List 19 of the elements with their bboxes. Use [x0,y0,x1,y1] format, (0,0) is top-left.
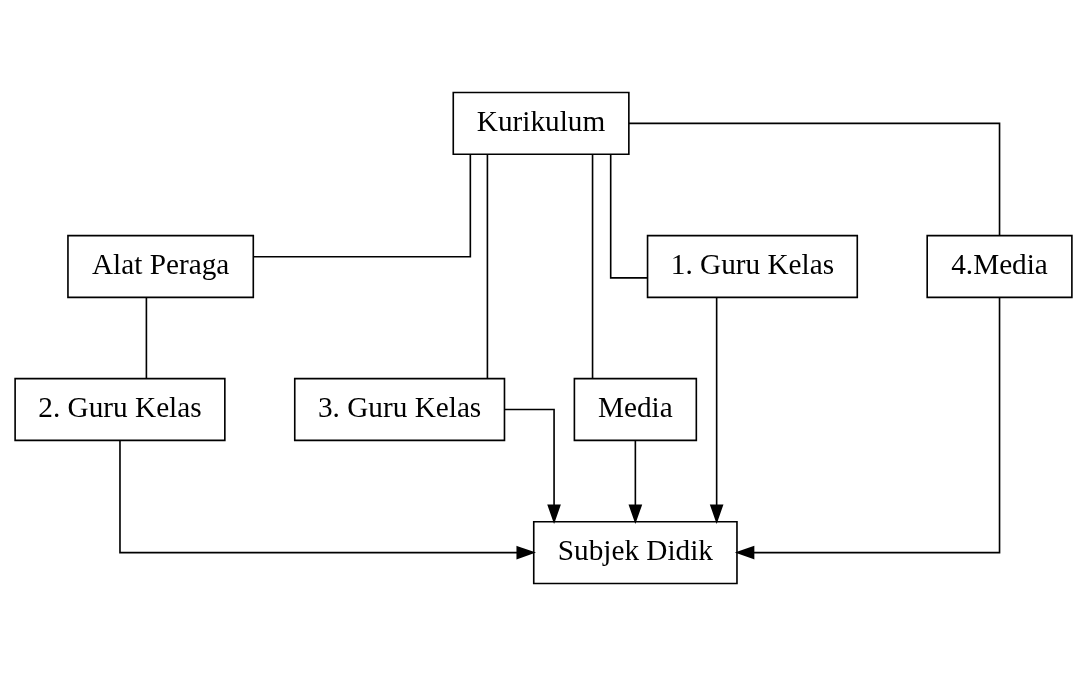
connector [145,296,148,379]
connector [609,153,648,279]
node-box: 4.Media [926,234,1073,298]
node-box: 1. Guru Kelas [646,234,859,298]
connector [591,153,594,379]
arrow [628,439,643,524]
arrow [709,296,724,524]
connector [628,122,1001,236]
node-box: Kurikulum [452,91,630,155]
node-box: 3. Guru Kelas [293,377,506,441]
node-box: Subjek Didik [532,520,738,584]
connector [486,153,489,379]
node-box: Alat Peraga [67,234,255,298]
node-box: Media [573,377,698,441]
node-box: 2. Guru Kelas [14,377,226,441]
arrow [503,408,561,524]
arrow [119,439,536,559]
arrow [734,296,1001,559]
connector [252,153,472,258]
